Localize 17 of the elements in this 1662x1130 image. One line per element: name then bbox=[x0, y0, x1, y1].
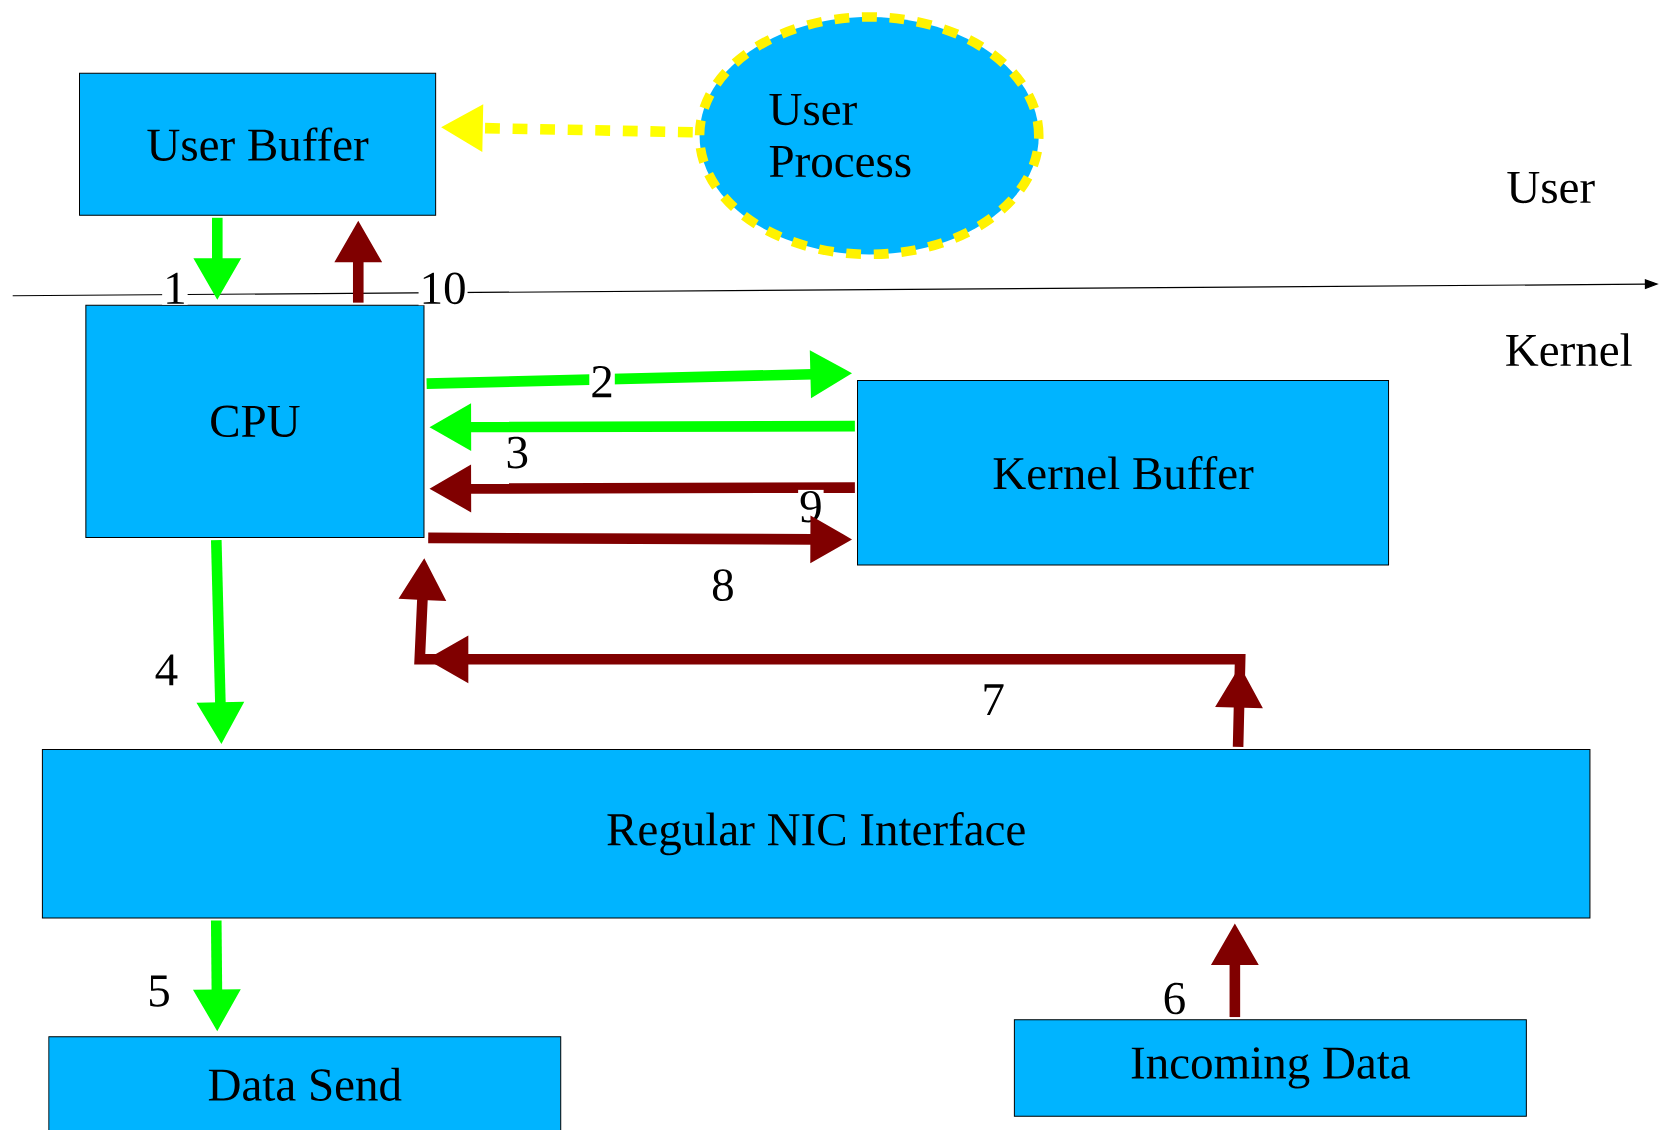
edge-label: 7 bbox=[980, 683, 1006, 716]
process-box: Data Send bbox=[48, 1036, 562, 1130]
edge-label: 4 bbox=[153, 653, 180, 687]
process-box: Kernel Buffer bbox=[857, 380, 1390, 566]
edge-label: 3 bbox=[504, 435, 530, 470]
edge-label: 2 bbox=[589, 365, 615, 399]
edge-label: 6 bbox=[1161, 981, 1188, 1016]
edge-label: 1 bbox=[162, 271, 188, 305]
edge-label: 10 bbox=[418, 271, 468, 306]
process-box: Incoming Data bbox=[1013, 1019, 1527, 1117]
process-box: User Buffer bbox=[79, 72, 437, 216]
edge-label: 5 bbox=[146, 974, 172, 1008]
region-label: Kernel bbox=[1506, 333, 1632, 367]
edge-label: 8 bbox=[710, 568, 736, 602]
process-box: CPU bbox=[85, 304, 425, 538]
process-box: Regular NIC Interface bbox=[41, 748, 1591, 919]
region-label: User bbox=[1507, 172, 1595, 204]
